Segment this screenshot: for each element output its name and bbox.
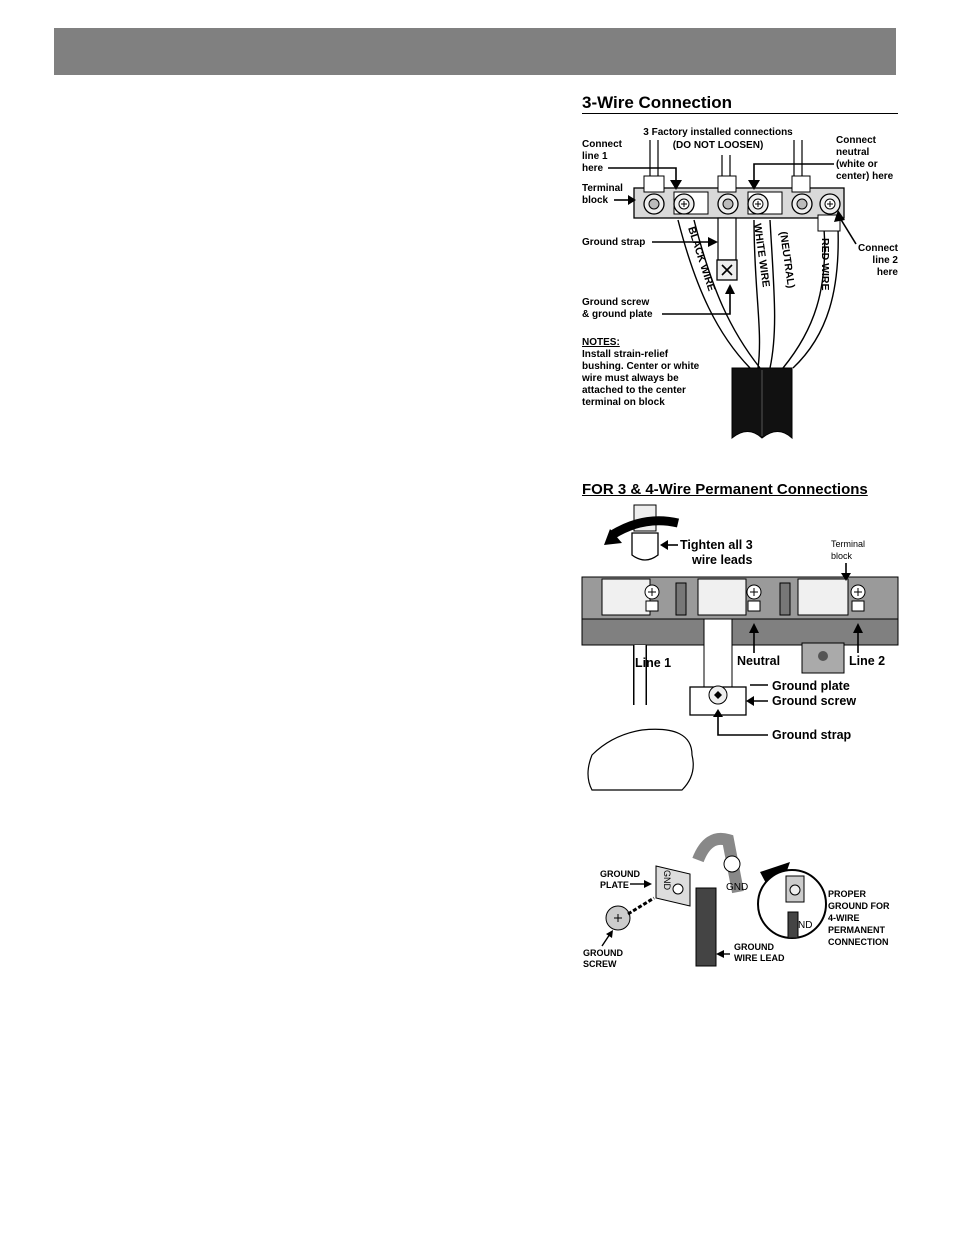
- ground-detail-diagram: GND GND ND GROUND PLATE GROUND SCREW GRO…: [583, 833, 890, 969]
- tighten-label-a: Tighten all 3: [680, 538, 753, 552]
- ground-wire-lead: [695, 887, 717, 967]
- notes-line-2: bushing. Center or white: [582, 361, 700, 372]
- connect-line2-label-a: Connect: [858, 243, 899, 254]
- ground-plate-label: Ground plate: [772, 679, 850, 693]
- ground-wire-lead-label-a: GROUND: [734, 942, 774, 952]
- connect-line1-label-c: here: [582, 163, 604, 174]
- plate-gnd-text: GND: [662, 870, 672, 891]
- screwdriver-icon: [631, 532, 659, 561]
- proper-ground-label-c: 4-WIRE: [828, 913, 860, 923]
- proper-ground-label-b: GROUND FOR: [828, 901, 890, 911]
- terminal-block-label-a: Terminal: [831, 539, 865, 549]
- terminal-block-label-a: Terminal: [582, 183, 623, 194]
- connect-line2-label-b: line 2: [872, 255, 898, 266]
- factory-label-2: (DO NOT LOOSEN): [673, 140, 764, 151]
- proper-ground-label-a: PROPER: [828, 889, 867, 899]
- neutral-wire-label: (NEUTRAL): [777, 231, 797, 289]
- ground-plate-label-a: GROUND: [600, 869, 640, 879]
- proper-ground-label-d: PERMANENT: [828, 925, 886, 935]
- notes-line-1: Install strain-relief: [582, 349, 669, 360]
- terminal-screws: [643, 175, 841, 215]
- notes-title: NOTES:: [582, 337, 620, 348]
- three-wire-diagram: 3 Factory installed connections (DO NOT …: [581, 127, 899, 440]
- hand-icon: [587, 728, 694, 791]
- ground-screw-label-b: SCREW: [583, 959, 617, 969]
- lead-gnd-text: GND: [726, 882, 748, 893]
- ground-strap-label: Ground strap: [582, 237, 645, 248]
- connect-line2-label-c: here: [877, 267, 899, 278]
- notes-line-4: attached to the center: [582, 385, 686, 396]
- ground-screw-plate-label-b: & ground plate: [582, 309, 653, 320]
- permanent-diagram: Tighten all 3 wire leads Terminal block …: [581, 504, 899, 791]
- proper-ground-label-e: CONNECTION: [828, 937, 889, 947]
- three-wire-title-rule: [582, 113, 898, 114]
- ground-plate: [655, 865, 691, 907]
- ground-screw-label: Ground screw: [772, 694, 856, 708]
- permanent-title: FOR 3 & 4-Wire Permanent Connections: [582, 481, 868, 498]
- ground-screw-plate-label-a: Ground screw: [582, 297, 649, 308]
- ground-wire-lead-label-b: WIRE LEAD: [734, 953, 785, 963]
- red-wire-label: RED WIRE: [819, 238, 831, 291]
- connect-neutral-label-a: Connect: [836, 135, 877, 146]
- ground-plate-label-b: PLATE: [600, 880, 629, 890]
- tighten-label-b: wire leads: [691, 553, 752, 567]
- header-bar: [54, 28, 896, 75]
- notes-line-5: terminal on block: [582, 397, 665, 408]
- factory-label-1: 3 Factory installed connections: [643, 127, 793, 138]
- connect-line1-label-a: Connect: [582, 139, 623, 150]
- connect-neutral-label-d: center) here: [836, 171, 894, 182]
- connect-neutral-label-c: (white or: [836, 159, 878, 170]
- inset-nd-text: ND: [798, 920, 812, 931]
- connect-line1-label-b: line 1: [582, 151, 608, 162]
- terminal-block-label-b: block: [582, 195, 609, 206]
- ground-strap-label: Ground strap: [772, 728, 852, 742]
- connect-neutral-label-b: neutral: [836, 147, 870, 158]
- neutral-label: Neutral: [737, 654, 780, 668]
- ground-screw-label-a: GROUND: [583, 948, 623, 958]
- terminal-block-label-b: block: [831, 551, 853, 561]
- notes-line-3: wire must always be: [581, 373, 679, 384]
- line2-label: Line 2: [849, 654, 885, 668]
- line1-label: Line 1: [635, 656, 671, 670]
- three-wire-title: 3-Wire Connection: [582, 93, 733, 112]
